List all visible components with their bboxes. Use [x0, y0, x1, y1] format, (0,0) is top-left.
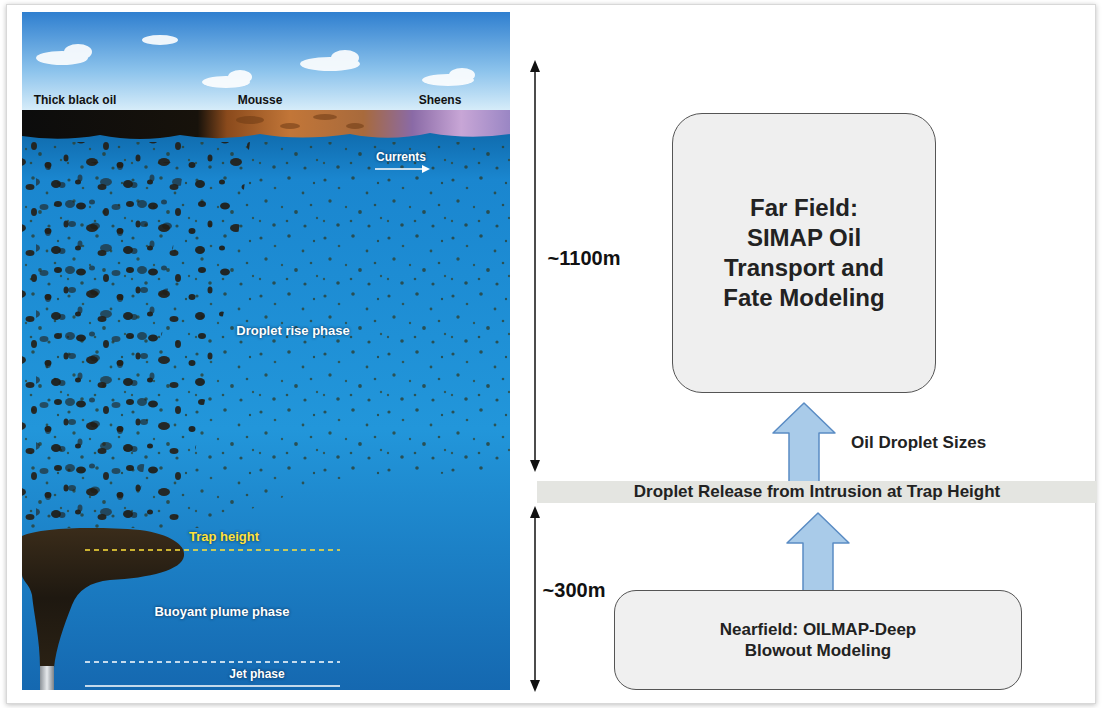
edge-label: Oil Droplet Sizes [851, 433, 986, 453]
node-text: Far Field: SIMAP Oil Transport and Fate … [713, 193, 895, 313]
dimension-label: ~1100m [548, 247, 621, 270]
surface-label: Thick black oil [34, 93, 117, 107]
text-wrap: Far Field: SIMAP Oil Transport and Fate … [713, 193, 895, 313]
block-arrow [787, 513, 849, 592]
text-wrap: Nearfield: OILMAP-Deep Blowout Modeling [699, 619, 937, 662]
far-field-box: Far Field: SIMAP Oil Transport and Fate … [672, 113, 936, 393]
phase-label: Droplet rise phase [236, 323, 349, 338]
node-text: Nearfield: OILMAP-Deep Blowout Modeling [699, 619, 937, 662]
phase-label: Buoyant plume phase [154, 604, 289, 619]
surface-label: Sheens [419, 93, 462, 107]
nearfield-box: Nearfield: OILMAP-Deep Blowout Modeling [614, 590, 1022, 690]
node-text: Droplet Release from Intrusion at Trap H… [634, 481, 1001, 502]
current-label: Currents [376, 150, 426, 164]
surface-label: Mousse [238, 93, 283, 107]
dimension-label: ~300m [543, 579, 606, 602]
trap-height-band: Droplet Release from Intrusion at Trap H… [537, 481, 1097, 503]
phase-label: Jet phase [229, 667, 284, 681]
text-wrap: Droplet Release from Intrusion at Trap H… [634, 481, 1001, 502]
block-arrow [773, 403, 835, 483]
trap-height-label: Trap height [189, 529, 259, 544]
